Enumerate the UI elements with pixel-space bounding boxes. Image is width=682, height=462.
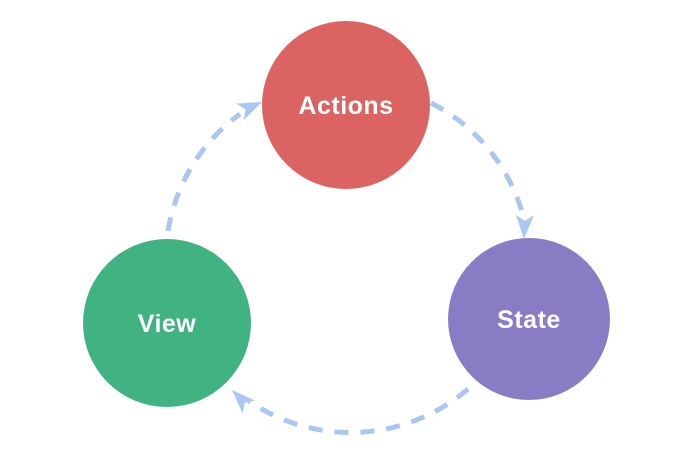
arrowhead-to-state-icon <box>515 214 534 239</box>
arrowheads <box>232 102 534 414</box>
edge-state-to-view <box>244 387 470 436</box>
node-actions-circle <box>262 21 430 189</box>
node-actions-label: Actions <box>298 92 393 120</box>
arrowhead-to-actions-icon <box>236 102 262 120</box>
node-labels: Actions View State <box>138 92 561 338</box>
edge-actions-to-state <box>429 100 527 220</box>
nodes <box>83 21 610 407</box>
node-state-circle <box>448 238 610 400</box>
node-view-label: View <box>138 310 197 338</box>
arrowhead-to-view-icon <box>232 390 256 414</box>
node-view-circle <box>83 239 251 407</box>
edges <box>165 100 527 436</box>
edge-view-to-actions <box>165 111 242 232</box>
node-state-label: State <box>497 306 561 334</box>
